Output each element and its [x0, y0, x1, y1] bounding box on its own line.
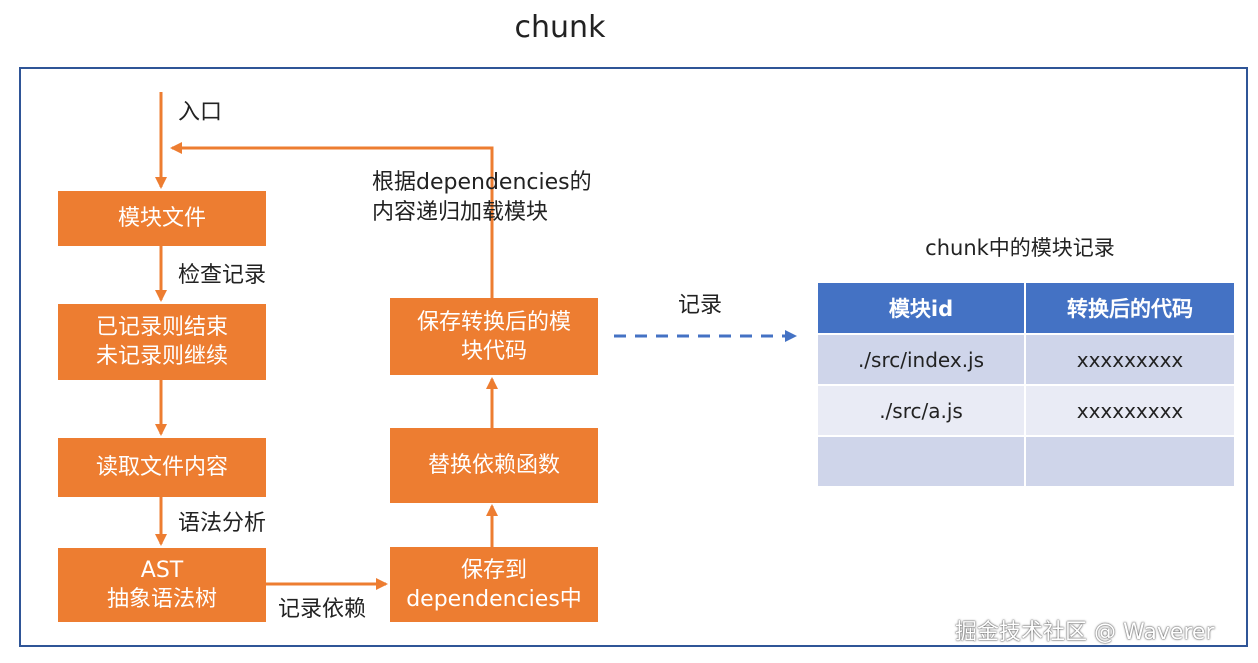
- label-syntax-analysis: 语法分析: [178, 511, 267, 536]
- diagram-title: chunk: [514, 10, 606, 45]
- box-read-file-text: 读取文件内容: [95, 455, 228, 480]
- box-ast-line-2: 抽象语法树: [106, 587, 217, 612]
- label-record-deps: 记录依赖: [278, 597, 367, 622]
- box-save-deps-line-1: 保存到: [460, 557, 527, 583]
- table-cell-module-id: [816, 435, 1026, 488]
- table-row: ./src/index.js xxxxxxxxx: [816, 333, 1236, 386]
- box-ast: AST 抽象语法树: [58, 548, 266, 622]
- box-check-record-line-2: 未记录则继续: [95, 344, 228, 369]
- label-recursive-load: 根据dependencies的 内容递归加载模块: [372, 168, 592, 228]
- table-row: [816, 435, 1236, 488]
- table-cell-code: xxxxxxxxx: [1024, 333, 1236, 386]
- label-check-record: 检查记录: [178, 263, 267, 288]
- arrow-recursive-loop: [170, 142, 494, 298]
- box-replace-deps-text: 替换依赖函数: [427, 453, 560, 478]
- box-replace-deps: 替换依赖函数: [390, 428, 598, 503]
- box-module-file-text: 模块文件: [117, 206, 206, 231]
- table-cell-code: [1024, 435, 1236, 488]
- label-recursive-load-line-1: 根据dependencies的: [372, 170, 592, 195]
- column-header-transformed-code: 转换后的代码: [1024, 281, 1236, 335]
- box-check-record: 已记录则结束 未记录则继续: [58, 304, 266, 380]
- table-cell-module-id: ./src/index.js: [816, 333, 1026, 386]
- table-cell-code: xxxxxxxxx: [1024, 384, 1236, 437]
- table-cell-module-id: ./src/a.js: [816, 384, 1026, 437]
- box-save-transformed-line-2: 块代码: [460, 338, 527, 364]
- box-check-record-line-1: 已记录则结束: [95, 315, 228, 340]
- box-save-transformed-line-1: 保存转换后的模: [416, 309, 571, 335]
- box-ast-line-1: AST: [140, 558, 184, 583]
- table-caption: chunk中的模块记录: [925, 236, 1115, 260]
- table-header-row: 模块id 转换后的代码: [816, 281, 1236, 335]
- chunk-frame: [19, 67, 1248, 647]
- label-entry: 入口: [178, 100, 223, 125]
- label-recursive-load-line-2: 内容递归加载模块: [372, 200, 549, 225]
- box-save-transformed: 保存转换后的模 块代码: [390, 298, 598, 375]
- box-save-deps-line-2: dependencies中: [406, 586, 582, 612]
- box-module-file: 模块文件: [58, 191, 266, 246]
- column-header-module-id: 模块id: [816, 281, 1026, 335]
- table-row: ./src/a.js xxxxxxxxx: [816, 384, 1236, 437]
- box-read-file: 读取文件内容: [58, 438, 266, 497]
- label-record: 记录: [678, 293, 723, 318]
- box-save-deps: 保存到 dependencies中: [390, 547, 598, 622]
- watermark: 掘金技术社区 @ Waverer: [955, 620, 1215, 645]
- module-record-table: 模块id 转换后的代码 ./src/index.js xxxxxxxxx ./s…: [816, 281, 1236, 488]
